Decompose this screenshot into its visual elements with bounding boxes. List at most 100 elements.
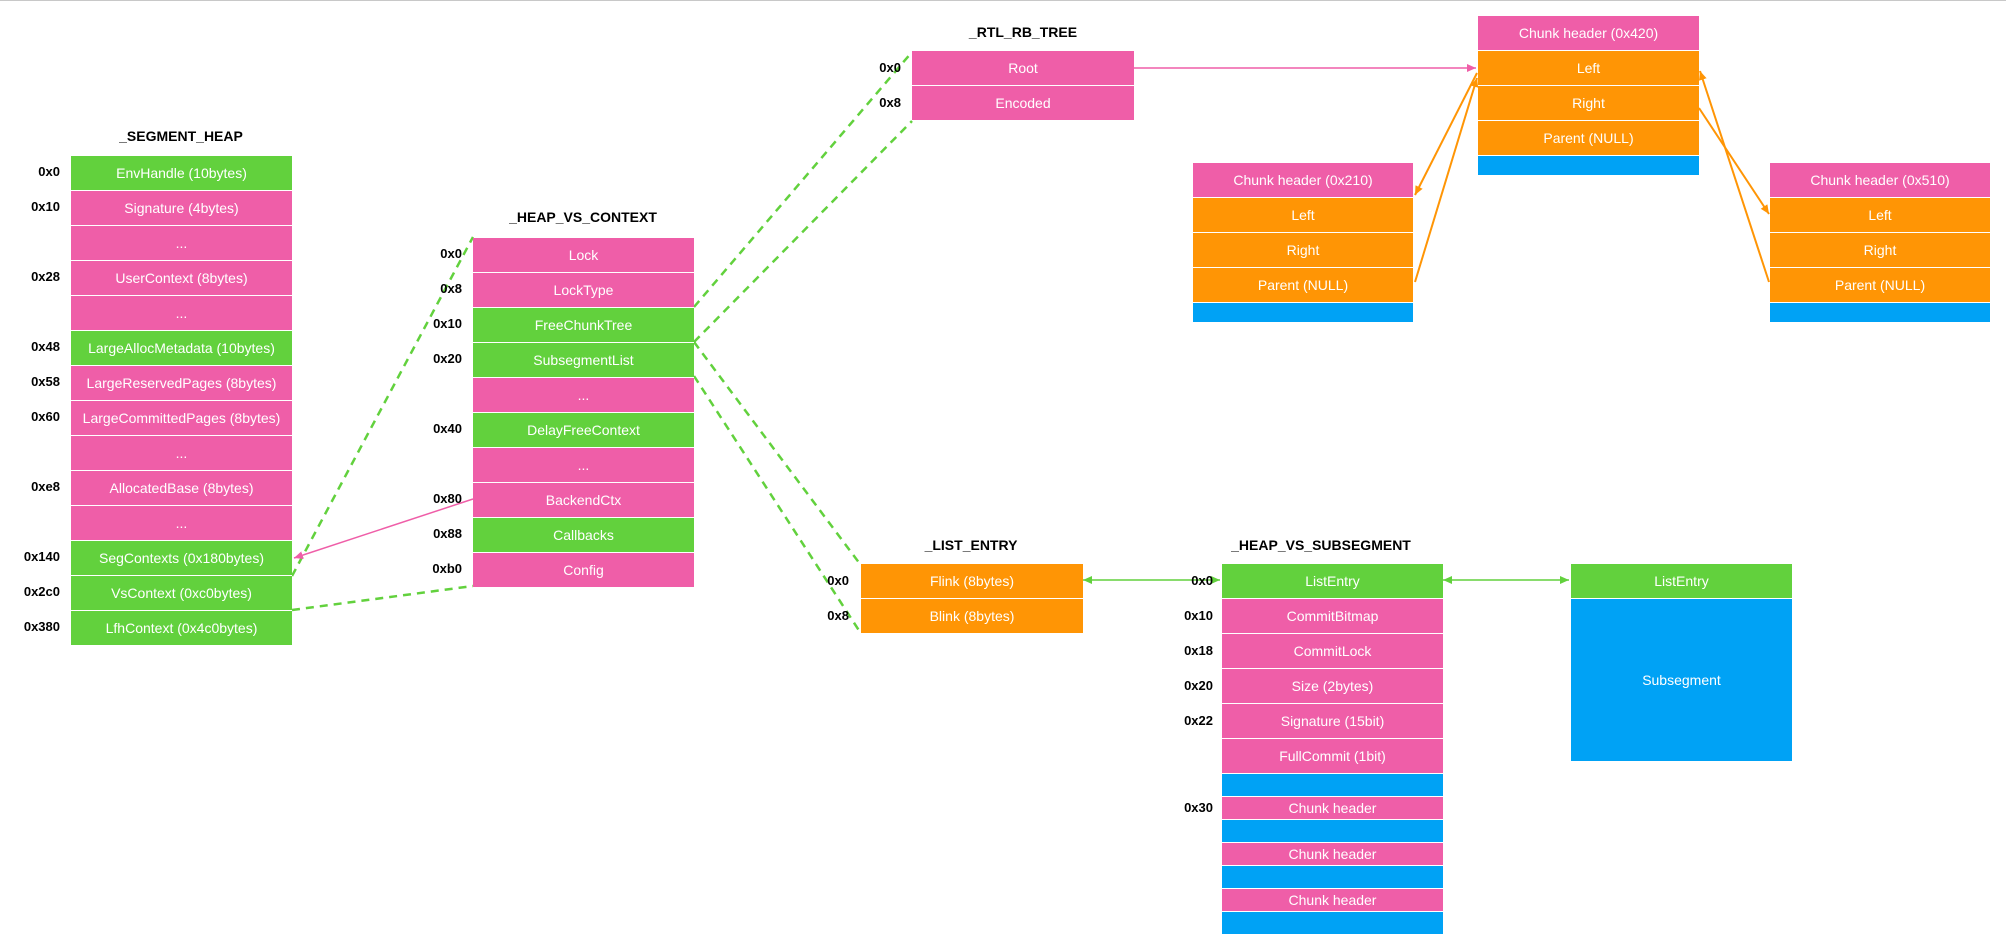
segment-heap-offset: 0x48 [31,339,60,354]
heap-vs-subsegment-field: Signature (15bit) [1222,704,1443,739]
heap-vs-context-title: _HEAP_VS_CONTEXT [509,209,657,225]
heap-vs-context-field: SubsegmentList [473,343,694,378]
segment-heap-field: AllocatedBase (8bytes) [71,471,292,506]
zoom-line-listentry-bottom [692,375,862,633]
zoom-line-listentry-top [692,341,862,565]
segment-heap-offset: 0x380 [23,619,60,634]
segment-heap-field: LargeCommittedPages (8bytes) [71,401,292,436]
chunk-510-data [1770,303,1990,323]
subsegment-chunk-data [1222,820,1443,843]
subsegment-chunk-header: Chunk header [1222,889,1443,912]
arrow-chunk420-left-to-chunk210 [1414,72,1478,196]
rtl-rb-tree-field: Encoded [912,86,1134,121]
chunk-210-left: Left [1193,198,1413,233]
segment-heap-field: ... [71,436,292,471]
list-entry-blink: Blink (8bytes) [861,599,1083,634]
chunk-510-header: Chunk header (0x510) [1770,163,1990,198]
chunk-420-right: Right [1478,86,1699,121]
heap-vs-context-offset: 0x0 [440,246,462,261]
zoom-line-rbtree-bottom [693,120,913,343]
rtl-rb-tree-title: _RTL_RB_TREE [968,24,1078,40]
next-subsegment-list-entry: ListEntry [1571,564,1792,599]
rtl-rb-tree-offset: 0x8 [879,95,901,110]
heap-vs-subsegment-field: CommitLock [1222,634,1443,669]
chunk-420-header: Chunk header (0x420) [1478,16,1699,51]
segment-heap-offset: 0x0 [38,164,60,179]
heap-vs-context-field: Callbacks [473,518,694,553]
top-border [0,0,2006,1]
heap-vs-context-field: ... [473,378,694,413]
heap-vs-context-field: Config [473,553,694,588]
subsegment-gap [1222,774,1443,797]
heap-vs-subsegment-offset: 0x20 [1184,678,1213,693]
heap-vs-subsegment-field: Size (2bytes) [1222,669,1443,704]
heap-vs-subsegment-field: ListEntry [1222,564,1443,599]
segment-heap-offset: 0x10 [31,199,60,214]
heap-vs-context-offset: 0x40 [433,421,462,436]
arrow-chunk420-right-to-chunk510 [1698,107,1770,215]
chunk-510-right: Right [1770,233,1990,268]
heap-vs-subsegment-offset: 0x10 [1184,608,1213,623]
chunk-420-data [1478,156,1699,176]
chunk-210-header: Chunk header (0x210) [1193,163,1413,198]
segment-heap-field: ... [71,296,292,331]
chunk-510-left: Left [1770,198,1990,233]
heap-vs-context-field: DelayFreeContext [473,413,694,448]
next-subsegment-body: Subsegment [1571,599,1792,761]
heap-vs-context-offset: 0x20 [433,351,462,366]
heap-vs-context-field: Lock [473,238,694,273]
rtl-rb-tree-offset: 0x0 [879,60,901,75]
segment-heap-offset: 0x2c0 [23,584,60,599]
heap-vs-subsegment-title: _HEAP_VS_SUBSEGMENT [1231,537,1411,553]
segment-heap-offset: 0x28 [31,269,60,284]
heap-vs-subsegment-field: CommitBitmap [1222,599,1443,634]
heap-vs-context-field: ... [473,448,694,483]
heap-vs-context-offset: 0x88 [433,526,462,541]
segment-heap-field: ... [71,226,292,261]
subsegment-chunk-data [1222,866,1443,889]
chunk-420-parent: Parent (NULL) [1478,121,1699,156]
heap-vs-context-field: FreeChunkTree [473,308,694,343]
chunk-420-left: Left [1478,51,1699,86]
segment-heap-offset: 0x58 [31,374,60,389]
heap-vs-context-offset: 0xb0 [432,561,462,576]
arrow-backendctx-to-segcontexts [293,498,474,559]
heap-vs-context-offset: 0x10 [433,316,462,331]
heap-vs-subsegment-offset: 0x18 [1184,643,1213,658]
list-entry-flink: Flink (8bytes) [861,564,1083,599]
arrow-chunk510-parent-to-chunk420 [1698,70,1770,283]
segment-heap-field: UserContext (8bytes) [71,261,292,296]
rtl-rb-tree-field: Root [912,51,1134,86]
segment-heap-field: LargeAllocMetadata (10bytes) [71,331,292,366]
segment-heap-field: EnvHandle (10bytes) [71,156,292,191]
heap-vs-context-field: BackendCtx [473,483,694,518]
list-entry-offset: 0x8 [827,608,849,623]
subsegment-chunk-data [1222,912,1443,935]
arrow-chunk210-parent-to-chunk420 [1414,77,1479,283]
chunk-510-parent: Parent (NULL) [1770,268,1990,303]
heap-vs-context-offset: 0x8 [440,281,462,296]
segment-heap-field: VsContext (0xc0bytes) [71,576,292,611]
heap-vs-context-offset: 0x80 [433,491,462,506]
list-entry-title: _LIST_ENTRY [924,537,1018,553]
segment-heap-offset: 0xe8 [31,479,60,494]
subsegment-chunk-header: Chunk header [1222,843,1443,866]
segment-heap-offset: 0x140 [23,549,60,564]
heap-vs-subsegment-chunk-offset: 0x30 [1184,800,1213,815]
list-entry-offset: 0x0 [827,573,849,588]
heap-vs-subsegment-field: FullCommit (1bit) [1222,739,1443,774]
segment-heap-field: SegContexts (0x180bytes) [71,541,292,576]
chunk-210-parent: Parent (NULL) [1193,268,1413,303]
heap-vs-context-field: LockType [473,273,694,308]
heap-vs-subsegment-offset: 0x22 [1184,713,1213,728]
segment-heap-field: LfhContext (0x4c0bytes) [71,611,292,646]
segment-heap-offset: 0x60 [31,409,60,424]
chunk-210-data [1193,303,1413,323]
segment-heap-field: ... [71,506,292,541]
segment-heap-field: LargeReservedPages (8bytes) [71,366,292,401]
heap-vs-subsegment-offset: 0x0 [1191,573,1213,588]
zoom-line-vscontext-bottom [291,584,474,612]
zoom-line-rbtree-top [693,51,913,308]
segment-heap-field: Signature (4bytes) [71,191,292,226]
